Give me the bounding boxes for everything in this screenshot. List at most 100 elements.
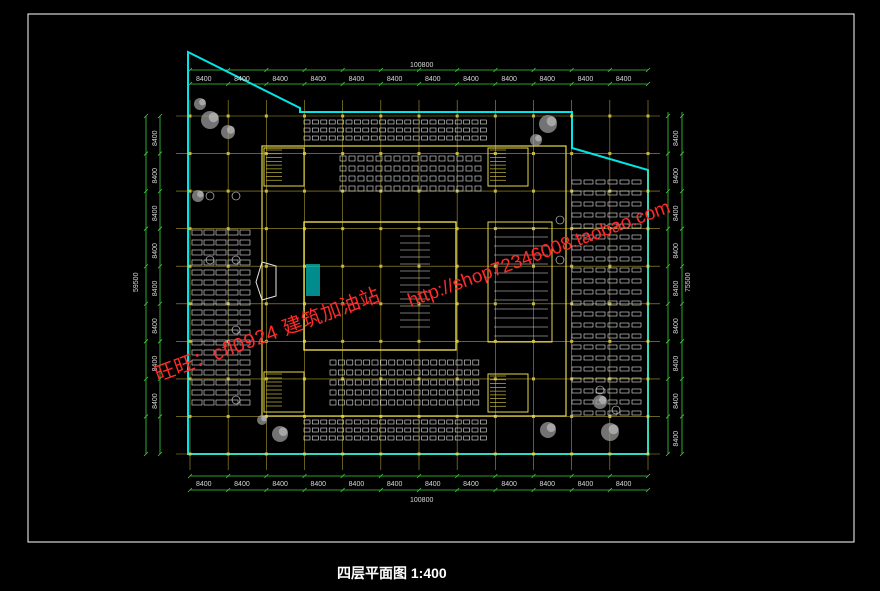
- seat: [370, 119, 378, 125]
- seat: [393, 175, 401, 182]
- seat: [371, 379, 379, 386]
- seat: [619, 388, 630, 394]
- seat: [239, 369, 251, 376]
- column: [341, 302, 345, 306]
- furniture-layout: [191, 119, 642, 441]
- seat: [354, 427, 361, 433]
- dim-tick: [665, 414, 671, 419]
- seat: [215, 379, 227, 386]
- seat: [345, 427, 353, 433]
- seat: [456, 185, 464, 192]
- water-feature: [306, 264, 320, 296]
- seat: [329, 379, 337, 386]
- dim-tick: [665, 451, 671, 457]
- seat: [402, 165, 410, 172]
- seat: [472, 389, 480, 396]
- round-table: [205, 255, 215, 265]
- left-total-dim: 59500: [133, 272, 140, 292]
- dim-tick: [157, 188, 163, 194]
- dim-label-top: 8400: [349, 76, 365, 83]
- dim-tick: [679, 113, 685, 119]
- drawing-frame: [27, 13, 855, 543]
- tree-highlight: [546, 423, 556, 432]
- dim-tick: [531, 473, 536, 479]
- column: [188, 227, 192, 231]
- seat: [411, 175, 419, 182]
- seat: [463, 427, 470, 433]
- seat: [422, 389, 429, 396]
- seat: [607, 289, 618, 295]
- seat: [384, 175, 392, 182]
- tree-highlight: [261, 415, 267, 422]
- seat: [345, 135, 353, 141]
- seat: [413, 399, 421, 406]
- dim-tick: [665, 263, 671, 269]
- dim-tick: [493, 81, 498, 87]
- seat: [404, 135, 412, 141]
- seat: [371, 369, 379, 376]
- column: [570, 377, 574, 381]
- seat: [571, 245, 582, 251]
- seat: [203, 399, 215, 406]
- seat: [583, 344, 594, 350]
- seat: [607, 366, 618, 372]
- seat: [583, 179, 594, 185]
- seat: [571, 311, 582, 317]
- seat: [463, 135, 470, 141]
- seat: [583, 399, 594, 405]
- column: [226, 227, 230, 231]
- dim-tick: [665, 113, 671, 119]
- seat: [595, 366, 606, 372]
- column: [608, 452, 612, 456]
- column: [570, 189, 574, 193]
- seat: [619, 201, 630, 207]
- seat: [438, 369, 446, 376]
- seat: [430, 389, 438, 396]
- dim-tick: [187, 487, 193, 493]
- seat: [387, 119, 395, 125]
- seat: [405, 399, 412, 406]
- dim-tick: [416, 473, 422, 479]
- seat: [455, 369, 463, 376]
- seat: [191, 279, 203, 286]
- seat: [191, 359, 203, 366]
- seat: [571, 179, 582, 185]
- dim-tick: [143, 339, 149, 344]
- seat: [607, 278, 618, 284]
- seat: [446, 135, 454, 141]
- seat: [607, 234, 618, 240]
- seat: [239, 379, 251, 386]
- seat: [447, 399, 454, 406]
- seat: [619, 267, 630, 273]
- seat: [329, 359, 337, 366]
- column: [226, 414, 230, 418]
- column: [532, 339, 535, 343]
- seat: [227, 339, 239, 346]
- seat: [203, 339, 215, 346]
- seat: [227, 309, 239, 316]
- column: [570, 339, 574, 343]
- seat: [631, 234, 642, 240]
- column: [570, 152, 574, 156]
- column: [226, 152, 230, 156]
- seat: [393, 185, 401, 192]
- seat: [446, 419, 454, 425]
- seat: [583, 212, 594, 218]
- seat: [446, 127, 454, 133]
- seat: [337, 435, 344, 441]
- seat: [631, 355, 642, 361]
- dim-tick: [569, 473, 574, 479]
- seat: [328, 435, 336, 441]
- dim-label-bottom: 8400: [272, 481, 288, 488]
- dim-tick: [665, 301, 671, 307]
- seat: [366, 175, 374, 182]
- dim-label-right: 8400: [673, 205, 680, 221]
- dim-tick: [679, 226, 685, 231]
- seat: [227, 239, 239, 246]
- seat: [583, 201, 594, 207]
- seat: [345, 127, 353, 133]
- seat: [465, 155, 473, 162]
- seat: [583, 388, 594, 394]
- seat: [402, 185, 410, 192]
